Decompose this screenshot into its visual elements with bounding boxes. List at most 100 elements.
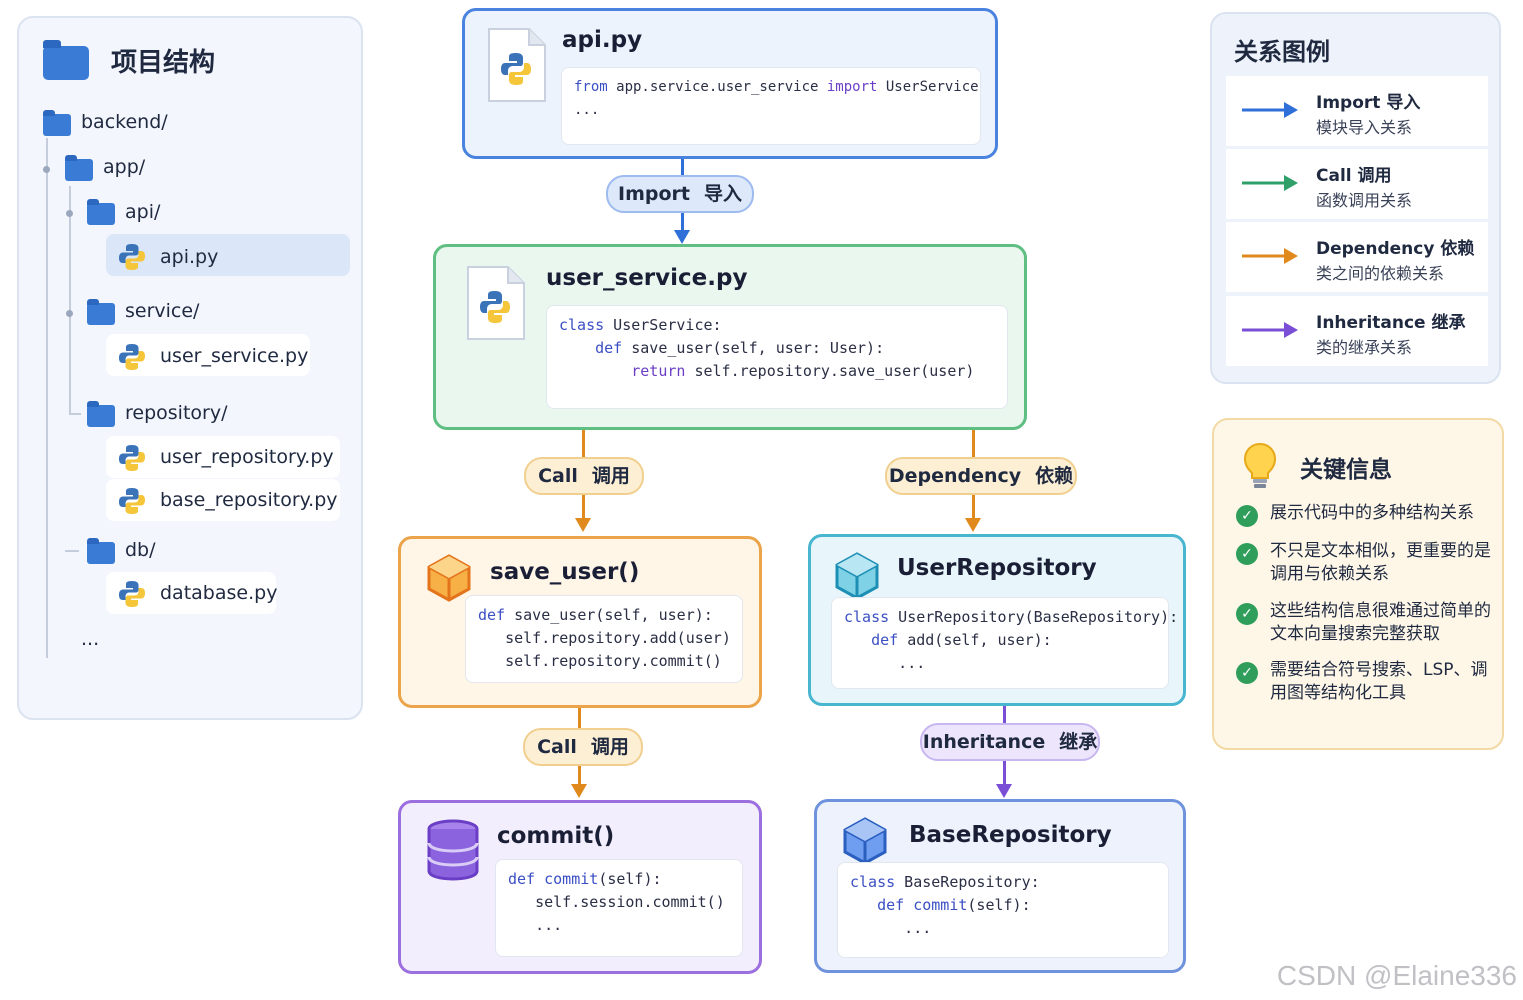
folder-icon (87, 401, 115, 427)
legend-item-call: Call 调用 函数调用关系 (1226, 149, 1488, 219)
cube-icon (427, 554, 471, 602)
edge-label-inheritance: Inheritance 继承 (920, 723, 1100, 761)
tree-dot (66, 210, 73, 217)
key-info-item: 这些结构信息很难通过简单的文本向量搜索完整获取 (1270, 601, 1491, 644)
legend-item-import: Import 导入 模块导入关系 (1226, 76, 1488, 146)
tree-item-label: database.py (160, 582, 278, 604)
node-api-py[interactable]: api.py from app.service.user_service imp… (462, 8, 998, 159)
tree-item-service-folder[interactable]: service/ (125, 300, 200, 322)
check-icon: ✓ (1236, 505, 1258, 527)
tree-item-label: user_repository.py (160, 446, 334, 468)
folder-icon (43, 110, 71, 136)
python-file-icon (119, 344, 145, 370)
node-title: api.py (562, 27, 643, 53)
call-arrowhead (571, 784, 587, 798)
project-tree-panel: 项目结构 backend/ app/ api/ api.py service/ … (17, 16, 363, 720)
tree-item-database-py[interactable] (106, 572, 276, 614)
edge-label-cn: 调用 (591, 465, 630, 487)
inheritance-arrowhead (996, 784, 1012, 798)
edge-label-cn: 继承 (1059, 731, 1098, 753)
node-base-repository[interactable]: BaseRepository class BaseRepository: def… (814, 799, 1186, 973)
cube-icon (843, 817, 887, 865)
watermark: CSDN @Elaine336 (1276, 960, 1517, 991)
edge-label-dependency: Dependency 依赖 (885, 457, 1077, 495)
call-arrowhead (575, 518, 591, 532)
python-file-icon (467, 266, 525, 340)
edge-label-en: Dependency (888, 465, 1022, 487)
check-icon: ✓ (1236, 543, 1258, 565)
node-user-service-py[interactable]: user_service.py class UserService: def s… (433, 244, 1027, 430)
legend-title: 关系图例 (1234, 38, 1330, 66)
code-token: UserService (877, 79, 979, 95)
legend-desc: 类的继承关系 (1316, 338, 1413, 357)
tree-dot (66, 310, 73, 317)
edge-label-en: Import (618, 183, 690, 205)
check-icon: ✓ (1236, 662, 1258, 684)
tree-item-label: base_repository.py (160, 489, 338, 511)
code-snippet: def commit(self): self.session.commit() … (495, 859, 743, 957)
arrow-right-icon (1242, 322, 1298, 338)
legend-desc: 类之间的依赖关系 (1316, 264, 1445, 283)
edge-label-cn: 导入 (703, 183, 742, 205)
legend-name: Inheritance 继承 (1316, 313, 1466, 333)
tree-item-api-py[interactable] (106, 234, 350, 276)
tree-item-db-folder[interactable]: db/ (125, 539, 156, 561)
tree-item-label: user_service.py (160, 345, 309, 367)
database-icon (427, 819, 479, 881)
python-file-icon (488, 28, 546, 102)
code-snippet: from app.service.user_service import Use… (561, 67, 981, 145)
folder-icon (65, 155, 93, 181)
tree-title: 项目结构 (111, 48, 216, 78)
edge-label-en: Call (537, 736, 577, 758)
tree-item-backend[interactable]: backend/ (81, 111, 168, 133)
cube-icon (835, 552, 879, 600)
edge-label-en: Inheritance (922, 731, 1046, 753)
edge-label-import: Import 导入 (606, 175, 754, 213)
code-token: ... (574, 102, 600, 118)
edge-label-cn: 调用 (590, 736, 629, 758)
legend-item-dependency: Dependency 依赖 类之间的依赖关系 (1226, 222, 1488, 292)
tree-item-label: api.py (160, 246, 219, 268)
legend-desc: 函数调用关系 (1316, 191, 1413, 210)
legend-panel: 关系图例 Import 导入 模块导入关系 Call 调用 函数调用关系 Dep… (1210, 12, 1501, 384)
code-token: from (574, 79, 608, 95)
tree-item-repository-folder[interactable]: repository/ (125, 402, 228, 424)
legend-item-inheritance: Inheritance 继承 类的继承关系 (1226, 296, 1488, 366)
key-info-item: 不只是文本相似，更重要的是调用与依赖关系 (1270, 541, 1491, 584)
node-title: UserRepository (897, 555, 1097, 581)
python-file-icon (119, 445, 145, 471)
tree-item-app[interactable]: app/ (103, 156, 146, 178)
tree-guide-line (65, 550, 79, 552)
code-token: app.service.user_service (607, 79, 827, 95)
node-title: commit() (497, 823, 615, 849)
python-file-icon (119, 581, 145, 607)
code-token: import (826, 79, 878, 95)
key-info-title: 关键信息 (1300, 457, 1392, 483)
code-snippet: class UserService: def save_user(self, u… (546, 305, 1008, 409)
key-info-panel: 关键信息 ✓ 展示代码中的多种结构关系 ✓ 不只是文本相似，更重要的是调用与依赖… (1212, 418, 1504, 750)
python-file-icon (119, 244, 145, 270)
arrow-right-icon (1242, 248, 1298, 264)
code-snippet: class BaseRepository: def commit(self): … (837, 862, 1169, 958)
folder-icon (87, 299, 115, 325)
code-snippet: class UserRepository(BaseRepository): de… (831, 597, 1178, 689)
node-commit[interactable]: commit() def commit(self): self.session.… (398, 800, 762, 974)
node-user-repository[interactable]: UserRepository class UserRepository(Base… (808, 534, 1186, 706)
arrow-right-icon (1242, 175, 1298, 191)
edge-label-cn: 依赖 (1035, 465, 1074, 487)
folder-icon (43, 40, 89, 80)
legend-desc: 模块导入关系 (1316, 118, 1413, 137)
code-snippet: def save_user(self, user): self.reposito… (465, 595, 743, 683)
tree-dot (43, 166, 50, 173)
arrow-right-icon (1242, 102, 1298, 118)
node-save-user[interactable]: save_user() def save_user(self, user): s… (398, 536, 762, 708)
python-file-icon (119, 488, 145, 514)
tree-guide-line (46, 138, 48, 658)
edge-label-call: Call 调用 (523, 728, 643, 766)
lightbulb-icon (1243, 442, 1277, 488)
check-icon: ✓ (1236, 603, 1258, 625)
key-info-item: 展示代码中的多种结构关系 (1270, 503, 1474, 523)
import-arrowhead (674, 230, 690, 244)
tree-item-api-folder[interactable]: api/ (125, 201, 161, 223)
tree-ellipsis: ... (81, 628, 100, 650)
